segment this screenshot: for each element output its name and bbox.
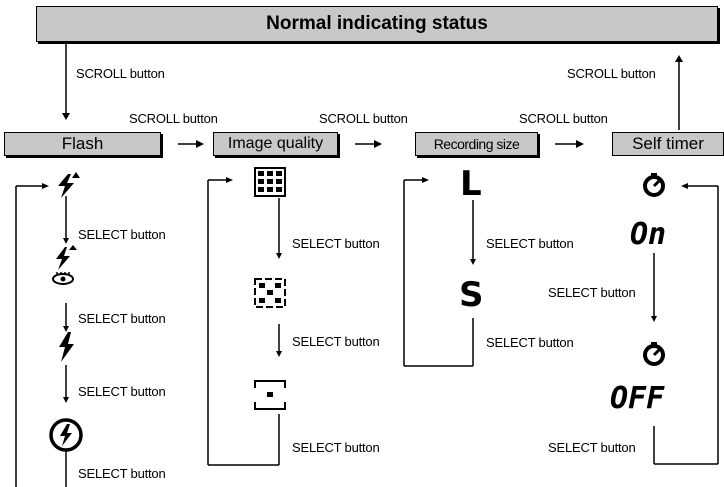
quality-normal-icon — [254, 278, 286, 308]
scroll-label-size-to-timer: SCROLL button — [519, 111, 608, 126]
self-timer-off-text: OFF — [610, 381, 665, 416]
scroll-label-quality-to-size: SCROLL button — [319, 111, 408, 126]
self-timer-icon-off — [643, 342, 665, 366]
scroll-label-status-to-flash: SCROLL button — [76, 66, 165, 81]
select-label-quality-3: SELECT button — [292, 440, 380, 455]
flash-forced-icon — [59, 332, 74, 362]
recording-size-mode-label: Recording size — [433, 136, 520, 152]
select-label-quality-1: SELECT button — [292, 236, 380, 251]
flash-auto-icon — [58, 172, 80, 198]
select-label-timer-1: SELECT button — [548, 285, 636, 300]
flash-off-icon — [49, 418, 83, 452]
image-quality-mode-label: Image quality — [227, 135, 324, 152]
flash-mode-box: Flash — [4, 132, 161, 156]
self-timer-icon-on — [643, 173, 665, 197]
scroll-label-flash-to-quality: SCROLL button — [129, 111, 218, 126]
select-label-size-1: SELECT button — [486, 236, 574, 251]
select-label-timer-2: SELECT button — [548, 440, 636, 455]
select-label-size-2: SELECT button — [486, 335, 574, 350]
image-quality-mode-box: Image quality — [213, 132, 338, 156]
quality-economy-icon — [254, 380, 286, 410]
self-timer-on-text: On — [630, 217, 667, 252]
select-label-flash-4: SELECT button — [78, 466, 166, 481]
self-timer-mode-box: Self timer — [612, 132, 724, 156]
select-label-flash-1: SELECT button — [78, 227, 166, 242]
select-label-flash-2: SELECT button — [78, 311, 166, 326]
select-label-flash-3: SELECT button — [78, 384, 166, 399]
normal-status-title: Normal indicating status — [266, 13, 488, 34]
scroll-label-self-timer-to-status: SCROLL button — [567, 66, 656, 81]
normal-status-box: Normal indicating status — [36, 6, 718, 42]
quality-fine-icon — [254, 167, 286, 197]
size-small-icon: S — [459, 275, 484, 315]
size-large-icon: L — [460, 164, 482, 204]
select-label-quality-2: SELECT button — [292, 334, 380, 349]
recording-size-mode-box: Recording size — [415, 132, 538, 156]
flash-mode-label: Flash — [61, 134, 104, 153]
self-timer-mode-label: Self timer — [632, 134, 704, 153]
flash-red-eye-icon — [52, 245, 77, 285]
